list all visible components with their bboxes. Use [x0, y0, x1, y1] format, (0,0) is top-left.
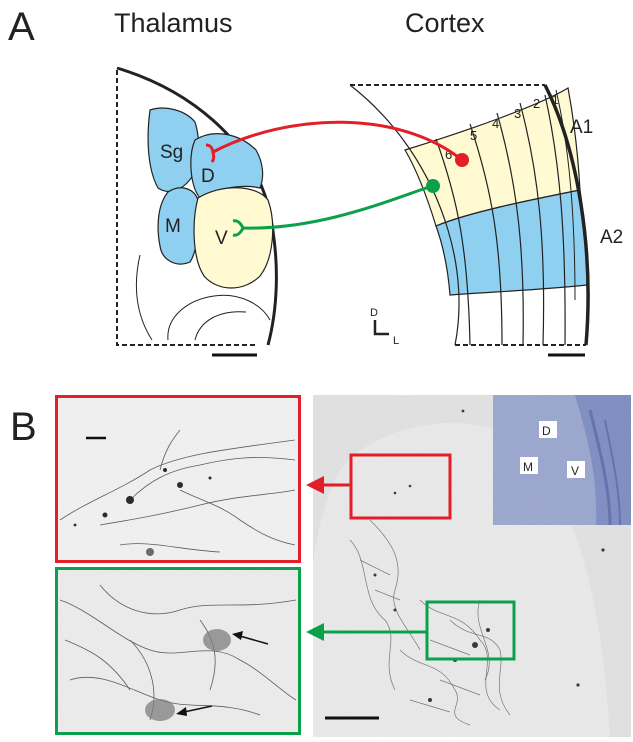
cortical-layer-label: 1 [552, 93, 559, 107]
cortex-title: Cortex [405, 8, 485, 38]
main-micrograph: D M V [313, 395, 631, 737]
nucleus-m-label: M [165, 216, 181, 237]
orientation-marker: D L [370, 307, 399, 347]
green-connector-arrow [306, 623, 427, 641]
panel-b-letter: B [10, 405, 37, 449]
red-micrograph [58, 398, 298, 560]
projection-v-soma [426, 179, 440, 193]
area-a2-label: A2 [600, 227, 623, 248]
projection-v-to-a2 [242, 184, 433, 230]
nucleus-sg-label: Sg [160, 142, 183, 163]
nucleus-m [157, 187, 200, 265]
nucleus-v [193, 187, 274, 289]
panel-a-letter: A [8, 5, 35, 49]
inset-label-m: M [523, 460, 533, 474]
inset-label-d: D [542, 424, 551, 438]
cortical-layer-label: 2 [533, 96, 540, 111]
nucleus-v-label: V [215, 228, 228, 249]
nucleus-d [190, 133, 264, 199]
cortical-layer-label: 5 [470, 128, 477, 143]
nucleus-d-label: D [201, 166, 215, 187]
orientation-lateral: L [393, 335, 399, 347]
inset-label-v: V [571, 464, 579, 478]
green-micrograph [58, 570, 298, 732]
red-connector-arrow [306, 476, 350, 494]
projection-d-to-a1 [212, 120, 463, 162]
cortex-section [349, 84, 590, 346]
nissl-inset: D M V [493, 395, 631, 526]
cortical-layer-label: 4 [492, 116, 499, 131]
soma-arrow [176, 705, 213, 716]
projection-d-terminal [205, 143, 220, 163]
soma-arrow [232, 631, 269, 645]
red-enlargement-frame [55, 395, 301, 563]
orientation-dorsal: D [370, 307, 378, 319]
cortical-layer-label: 6 [445, 147, 452, 162]
projection-v-terminal [232, 219, 245, 237]
projection-d-soma [455, 153, 469, 167]
area-a1-label: A1 [570, 117, 593, 138]
main-red-roi-box [349, 453, 452, 520]
green-enlargement-frame [55, 567, 301, 735]
cortical-layer-label: 3 [514, 106, 521, 121]
thalamus-title: Thalamus [114, 8, 233, 38]
